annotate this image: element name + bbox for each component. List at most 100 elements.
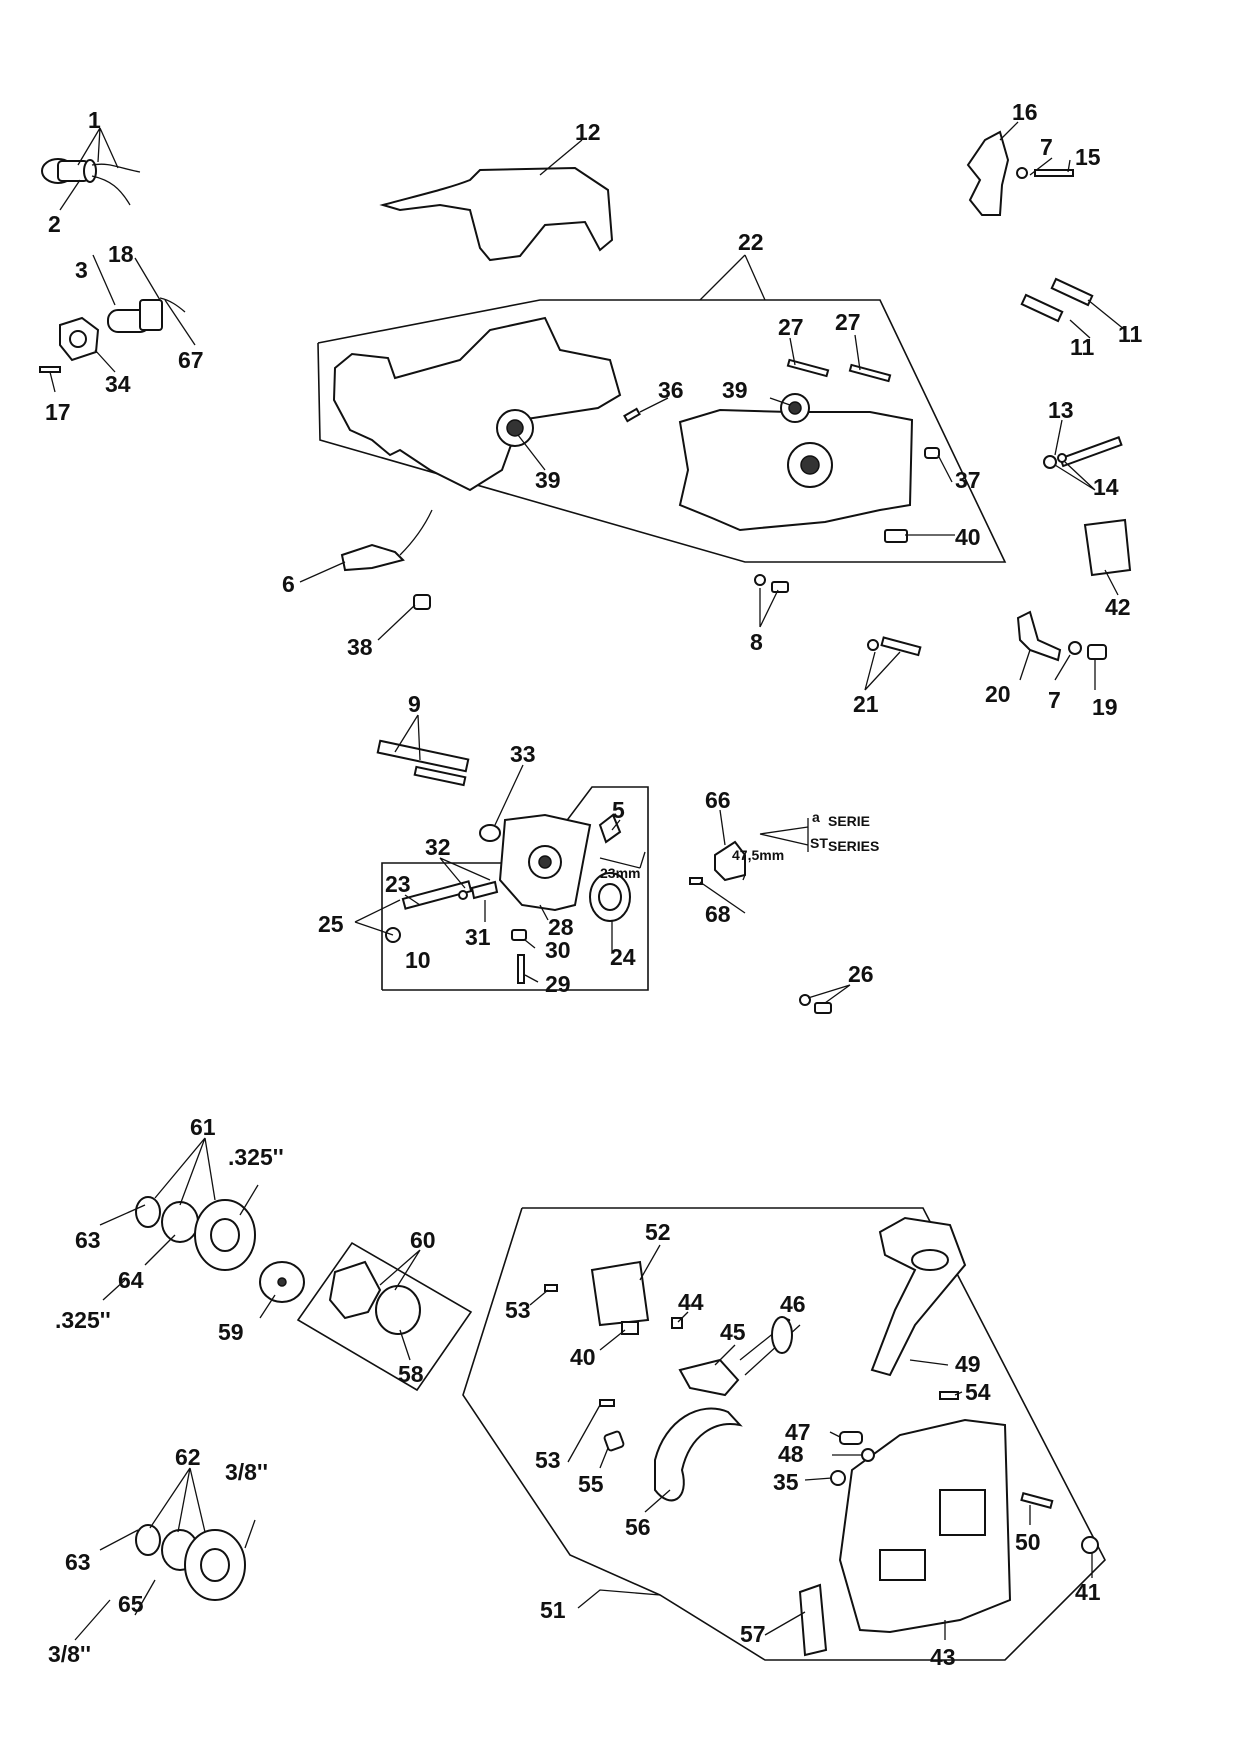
callout-50: 50: [1015, 1529, 1041, 1555]
part-39-bearing: [780, 393, 810, 423]
part-31-32-spring: [458, 880, 499, 900]
callout-11a: 11: [1070, 334, 1095, 360]
callout-11b: 11: [1118, 321, 1143, 347]
callout-35: 35: [773, 1469, 799, 1495]
part-16-bracket: [966, 130, 1010, 216]
callout-48: 48: [778, 1441, 804, 1467]
dimension-23mm: 23mm: [600, 865, 640, 881]
callout-41: 41: [1075, 1579, 1101, 1605]
part-8-screw: [754, 574, 789, 593]
part-43-sprocket-cover: [838, 1418, 1012, 1634]
part-50-54-pins: [939, 1391, 1054, 1509]
callout-63b: 63: [65, 1549, 91, 1575]
callout-15: 15: [1075, 144, 1101, 170]
callout-66: 66: [705, 787, 731, 813]
callout-14: 14: [1093, 474, 1119, 500]
callout-56: 56: [625, 1514, 651, 1540]
leader-lines: [49, 121, 1126, 1641]
callouts: 1 2 3 18 67 34 17 12 16 7 15 22 27 27 11…: [45, 99, 1143, 1670]
part-56-brake-band: [654, 1407, 743, 1502]
dimension-47-5mm: 47,5mm: [732, 847, 784, 863]
callout-26: 26: [848, 961, 874, 987]
callout-42: 42: [1105, 594, 1131, 620]
callout-40a: 40: [955, 524, 981, 550]
part-13-14-bolt: [1043, 436, 1123, 469]
callout-60: 60: [410, 1227, 436, 1253]
callout-12: 12: [575, 119, 601, 145]
callout-39b: 39: [722, 377, 748, 403]
callout-29: 29: [545, 971, 571, 997]
part-44-53-small: [544, 1284, 683, 1407]
callout-61: 61: [190, 1114, 216, 1140]
callout-52: 52: [645, 1219, 671, 1245]
callout-53a: 53: [505, 1297, 531, 1323]
callout-25: 25: [318, 911, 344, 937]
series-mark: ST: [810, 835, 828, 851]
callout-7a: 7: [1040, 134, 1053, 160]
part-crankcase-right: [678, 408, 914, 532]
part-12-gasket: [379, 166, 614, 262]
serie-label: SERIE: [828, 813, 870, 829]
group-frame-22: [317, 299, 1007, 563]
callout-18: 18: [108, 241, 134, 267]
callout-23: 23: [385, 871, 411, 897]
part-62-clutch-38: [135, 1524, 246, 1601]
part-30-29-screw: [511, 929, 527, 984]
callout-22: 22: [738, 229, 764, 255]
part-57-strip: [798, 1583, 828, 1657]
callout-63a: 63: [75, 1227, 101, 1253]
part-17-screw: [39, 366, 61, 373]
part-20-bracket: [1016, 610, 1062, 662]
group-frame-51: [462, 1207, 1106, 1661]
callout-27b: 27: [835, 309, 861, 335]
group-frame-60: [296, 1241, 473, 1392]
part-68-screw: [689, 877, 703, 885]
callout-37: 37: [955, 467, 981, 493]
part-23-piston: [401, 880, 473, 910]
part-38-nut: [413, 594, 431, 610]
callout-3: 3: [75, 257, 88, 283]
series-label: SERIES: [828, 838, 879, 854]
callout-27a: 27: [778, 314, 804, 340]
part-52-plate: [590, 1260, 650, 1327]
callout-39a: 39: [535, 467, 561, 493]
callout-33: 33: [510, 741, 536, 767]
part-49-handguard: [870, 1216, 967, 1377]
part-36-pin: [623, 407, 641, 423]
callout-47: 47: [785, 1419, 811, 1445]
callout-67: 67: [178, 347, 204, 373]
callout-20: 20: [985, 681, 1011, 707]
part-oil-pump-body: [498, 813, 592, 912]
callout-17: 17: [45, 399, 71, 425]
callout-53b: 53: [535, 1447, 561, 1473]
annotations: 23mm 47,5mm a SERIE ST SERIES: [599, 809, 879, 881]
callout-8: 8: [750, 629, 763, 655]
callout-32: 32: [425, 834, 451, 860]
callout-38-clutch: 3/8'': [225, 1459, 268, 1485]
part-21-screw: [867, 636, 922, 657]
callout-44: 44: [678, 1289, 704, 1315]
group-frame-25: [381, 786, 649, 991]
callout-54: 54: [965, 1379, 991, 1405]
callout-65: 65: [118, 1591, 144, 1617]
callout-59: 59: [218, 1319, 244, 1345]
callout-13: 13: [1048, 397, 1074, 423]
callout-38: 38: [347, 634, 373, 660]
callout-21: 21: [853, 691, 879, 717]
callout-31: 31: [465, 924, 491, 950]
callout-58: 58: [398, 1361, 424, 1387]
part-45-46-lever-spring: [678, 1316, 801, 1397]
part-26-screw: [799, 994, 832, 1014]
part-34-flange: [59, 316, 100, 362]
callout-2: 2: [48, 211, 61, 237]
callout-5: 5: [612, 797, 625, 823]
callout-45: 45: [720, 1319, 746, 1345]
callout-16: 16: [1012, 99, 1038, 125]
callout-34: 34: [105, 371, 131, 397]
callout-51: 51: [540, 1597, 566, 1623]
callout-64: 64: [118, 1267, 144, 1293]
callout-55: 55: [578, 1471, 604, 1497]
part-61-clutch-325: [135, 1196, 256, 1271]
part-47-48-35-bushings: [830, 1431, 875, 1486]
